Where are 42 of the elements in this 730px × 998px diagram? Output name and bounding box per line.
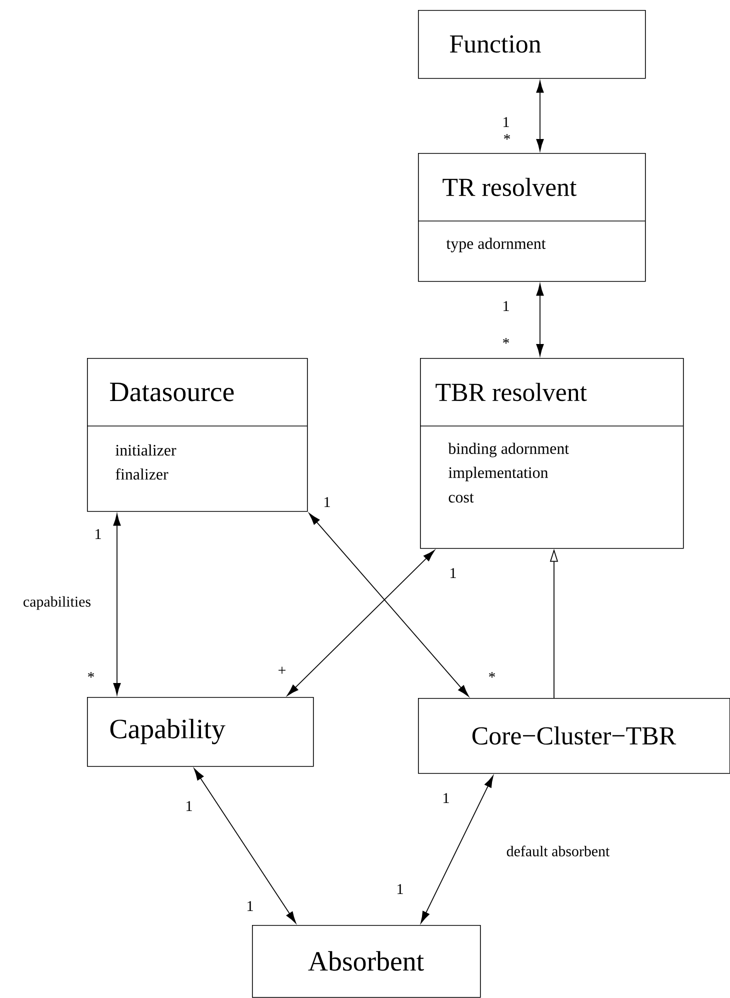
class-box (252, 925, 481, 998)
multiplicity-label: 1 (186, 801, 192, 811)
attribute-text: cost (448, 493, 474, 503)
class-box (86, 358, 308, 512)
class-box (418, 153, 646, 282)
multiplicity-label: 1 (248, 901, 253, 911)
attribute-text: binding adornment (448, 442, 569, 458)
multiplicity-label: 1 (504, 117, 509, 127)
attribute-text: type adornment (446, 238, 546, 252)
multiplicity-label: 1 (444, 793, 449, 803)
association-arrow (308, 513, 469, 697)
association-arrow (113, 514, 121, 696)
multiplicity-label: 1 (324, 497, 330, 507)
multiplicity-label: 1 (96, 529, 101, 539)
multiplicity-label: * (489, 672, 495, 678)
association-arrow (536, 284, 544, 356)
class-name: Function (450, 35, 541, 53)
edge-label: default absorbent (505, 844, 611, 858)
association-arrow (420, 776, 494, 924)
attribute-text: initializer (116, 444, 176, 456)
multiplicity-label: + (278, 666, 286, 674)
multiplicity-label: * (88, 672, 94, 678)
class-box (420, 358, 684, 549)
class-name: TR resolvent (442, 178, 577, 196)
association-arrow (194, 768, 296, 924)
multiplicity-label: 1 (450, 568, 456, 578)
edge-label: capabilities (22, 595, 92, 611)
class-name: Core−Cluster−TBR (472, 726, 676, 745)
association-arrow (536, 80, 544, 152)
class-box (418, 10, 646, 79)
class-box (418, 698, 730, 774)
multiplicity-label: 1 (504, 301, 509, 311)
multiplicity-label: * (503, 338, 509, 344)
attribute-text: finalizer (116, 468, 168, 480)
attribute-text: implementation (448, 466, 548, 482)
class-box (87, 697, 314, 767)
multiplicity-label: 1 (398, 884, 403, 894)
class-name: Datasource (110, 382, 234, 402)
class-name: Capability (110, 718, 226, 744)
association-arrow (287, 550, 435, 696)
class-name: TBR resolvent (436, 382, 587, 402)
class-name: Absorbent (308, 951, 424, 971)
